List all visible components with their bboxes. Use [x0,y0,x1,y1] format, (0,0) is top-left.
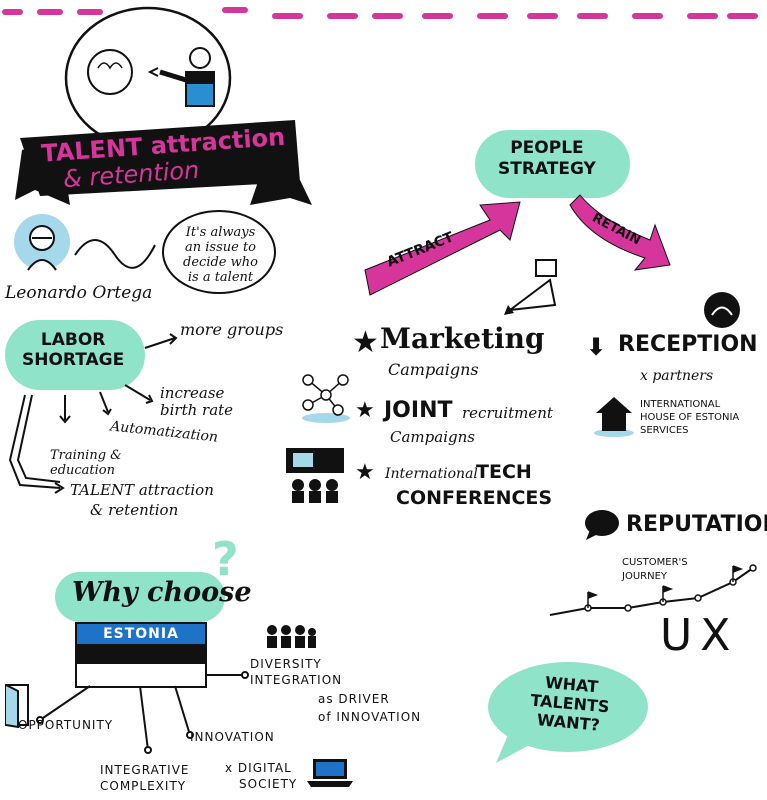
star-icon-2: ★ [355,398,375,423]
house-line-1: INTERNATIONAL [640,399,721,410]
talents-bubble [488,662,648,763]
network-icon [302,374,350,423]
labor-talent-2: & retention [90,501,179,519]
labor-cloud [5,320,145,390]
people-strategy-line-1: PEOPLE [510,138,584,158]
tech-word: TECH [476,461,532,483]
why-connectors [36,671,249,754]
speaker-connector [74,239,156,269]
house-icon [594,397,634,437]
reception-title: RECEPTION [618,332,758,357]
speech-quote: It's always an issue to decide who is a … [183,225,258,285]
brain-head-icon [87,49,133,95]
star-icon-3: ★ [355,460,375,485]
ux-label: UX [660,610,739,661]
star-icon: ★ [352,325,379,360]
integrative-2: COMPLEXITY [100,779,187,793]
joint-title: JOINT [384,398,453,423]
speaker-avatar [14,214,70,271]
question-mark: ? [212,532,239,586]
marketing-title: Marketing [380,322,545,355]
hands-icon [704,292,740,328]
conference-icon [286,448,344,503]
joint-word: recruitment [462,404,553,422]
dashed-top-border [2,7,758,19]
why-title: Why choose [72,577,252,608]
opportunity: OPPORTUNITY [18,718,114,732]
digital-1: x DIGITAL [225,761,292,775]
integrative-1: INTEGRATIVE [100,763,190,777]
people-strategy-cloud [475,130,630,198]
labor-arrows [8,333,178,494]
speech-bubble [162,210,276,294]
house-line-2: HOUSE OF ESTONIA [640,412,740,423]
journey-line-1: CUSTOMER'S [622,557,688,568]
labor-title-2: SHORTAGE [22,350,125,370]
training-education: Training & education [50,448,122,478]
journey-path [549,564,757,616]
innovation: INNOVATION [190,730,275,744]
megaphone-icon [504,259,557,315]
joint-sub: Campaigns [390,428,475,446]
marketing-sub: Campaigns [388,360,479,379]
international-word: International [385,466,478,482]
house-line-3: SERVICES [640,425,689,436]
people-group-icon [267,625,316,648]
partners: x partners [640,368,714,384]
flag-country: ESTONIA [77,624,205,644]
people-strategy-line-2: STRATEGY [498,159,596,179]
more-groups: more groups [180,320,284,339]
birth-rate: increase birth rate [160,384,234,419]
laptop-icon [307,759,353,787]
conferences-word: CONFERENCES [396,487,553,509]
speech-bubble-icon [585,510,619,540]
labor-talent-1: TALENT attraction [70,481,214,499]
diversity-1: DIVERSITY [250,657,322,671]
door-icon [5,684,29,729]
reputation-title: REPUTATION [626,512,767,537]
driver-2: of INNOVATION [318,710,422,724]
journey-line-2: JOURNEY [622,571,667,582]
labor-title-1: LABOR [40,330,106,350]
talent-illustration [15,6,312,205]
why-cloud [55,572,225,622]
strategy-arrows [364,194,671,296]
person-icon [189,47,211,69]
digital-2: SOCIETY [239,777,298,791]
arrow-down-icon: ⬇ [586,333,607,361]
diversity-2: INTEGRATION [250,673,343,687]
driver-1: as DRIVER [318,692,390,706]
speaker-name: Leonardo Ortega [5,283,153,303]
estonia-flag: ESTONIA [75,622,207,688]
